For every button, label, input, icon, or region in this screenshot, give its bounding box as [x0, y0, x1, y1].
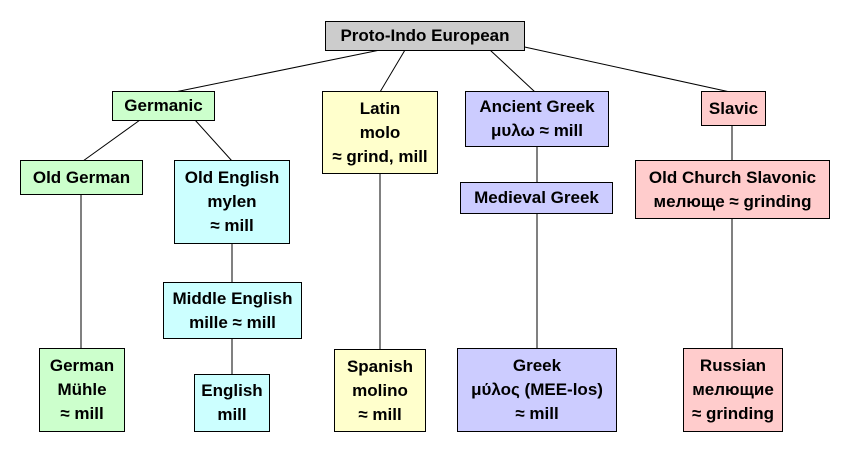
- node-word: molino: [352, 380, 408, 400]
- node-meaning: ≈ mill: [358, 404, 402, 424]
- node-word: μύλος (MEE-los): [471, 380, 603, 399]
- node-label: Russian: [699, 356, 767, 375]
- node-label: German: [49, 356, 115, 375]
- edge-proto-germanic: [174, 49, 381, 93]
- node-english: English mill: [194, 374, 270, 432]
- node-label: Old Church Slavonic: [648, 167, 817, 187]
- node-label: Greek: [512, 356, 562, 375]
- edge-proto-ancient-greek: [489, 49, 536, 93]
- node-word: molo: [359, 122, 401, 142]
- node-meaning: ≈ grind, mill: [332, 146, 428, 166]
- node-label: Proto-Indo European: [340, 26, 510, 45]
- node-germanic: Germanic: [112, 91, 215, 121]
- edge-proto-latin: [379, 49, 406, 93]
- node-label: Ancient Greek: [479, 97, 595, 116]
- node-old-english: Old English mylen ≈ mill: [174, 160, 290, 244]
- node-word: мелюще ≈ grinding: [653, 191, 812, 211]
- node-meaning: ≈ mill: [60, 404, 104, 423]
- node-label: English: [201, 381, 263, 400]
- node-slavic: Slavic: [701, 91, 766, 126]
- node-label: Old German: [32, 167, 131, 187]
- node-label: Germanic: [124, 96, 203, 115]
- node-label: Old English: [184, 168, 280, 187]
- node-medieval-greek: Medieval Greek: [460, 182, 613, 214]
- node-label: Latin: [359, 98, 401, 118]
- node-word: mille ≈ mill: [189, 312, 276, 332]
- node-meaning: ≈ grinding: [691, 404, 775, 423]
- node-label: Slavic: [708, 98, 759, 118]
- node-old-german: Old German: [20, 160, 143, 195]
- node-label: Middle English: [172, 288, 293, 308]
- edge-proto-slavic: [519, 45, 731, 93]
- node-greek: Greek μύλος (MEE-los) ≈ mill: [457, 348, 617, 432]
- node-ancient-greek: Ancient Greek μυλω ≈ mill: [465, 91, 609, 147]
- node-german: German Mühle ≈ mill: [39, 348, 125, 432]
- node-spanish: Spanish molino ≈ mill: [334, 349, 426, 432]
- node-middle-english: Middle English mille ≈ mill: [163, 282, 302, 339]
- node-word: мелющие: [692, 380, 774, 399]
- node-old-church-slavonic: Old Church Slavonic мелюще ≈ grinding: [635, 160, 830, 219]
- node-proto-indo-european: Proto-Indo European: [325, 21, 525, 51]
- node-latin: Latin molo ≈ grind, mill: [322, 91, 438, 174]
- node-meaning: ≈ mill: [210, 216, 254, 235]
- node-meaning: ≈ mill: [515, 404, 559, 423]
- node-label: Medieval Greek: [474, 188, 599, 207]
- node-word: μυλω ≈ mill: [491, 121, 583, 140]
- edge-germanic-old-german: [82, 119, 141, 162]
- node-label: Spanish: [346, 356, 414, 376]
- node-russian: Russian мелющие ≈ grinding: [683, 348, 783, 432]
- edge-germanic-old-english: [194, 119, 233, 162]
- node-word: Mühle: [57, 380, 107, 399]
- node-word: mylen: [207, 192, 257, 211]
- node-word: mill: [217, 405, 247, 424]
